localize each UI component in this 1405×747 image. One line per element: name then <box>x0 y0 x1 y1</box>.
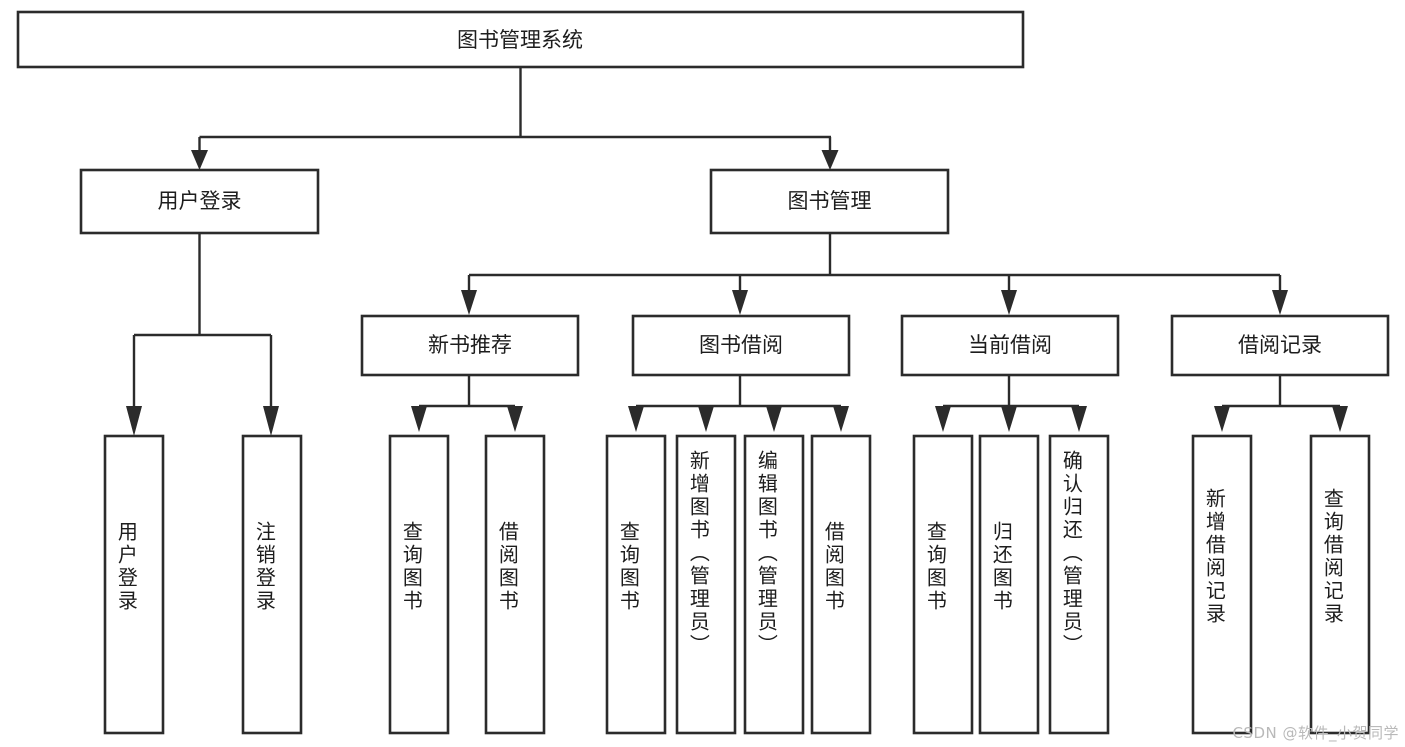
arrow-head-leaf-user-login <box>126 406 142 436</box>
node-new-book-recommend-box[interactable] <box>360 314 580 377</box>
leaf-boxes-current-borrow <box>912 434 1110 735</box>
node-root[interactable]: 图书管理系统 <box>16 10 1025 69</box>
node-current-borrow-label: 当前借阅 <box>968 333 1052 357</box>
leaf-box-borrow-record-2[interactable] <box>1309 434 1371 735</box>
leaf-boxes-borrow-record <box>1191 434 1371 735</box>
arrow-head-book-manage <box>821 150 839 170</box>
arrow-head-borrow-record <box>1272 290 1288 315</box>
node-root-box[interactable] <box>16 10 1025 69</box>
node-book-borrow[interactable]: 图书借阅 <box>631 314 851 377</box>
leaf-box-book-borrow-3[interactable] <box>743 434 805 735</box>
arrow-head-leaf-cb-1 <box>935 406 951 432</box>
node-user-login-label: 用户登录 <box>158 189 242 213</box>
leaf-box-new-book-1[interactable] <box>388 434 450 735</box>
leaf-box-borrow-record-1[interactable] <box>1191 434 1253 735</box>
node-book-manage[interactable]: 图书管理 <box>709 168 950 235</box>
connector-group-new-book-to-leaves <box>411 375 523 432</box>
node-user-login[interactable]: 用户登录 <box>79 168 320 235</box>
arrow-head-leaf-bb-1 <box>628 406 644 432</box>
connector-group-book-borrow-to-leaves <box>628 375 849 432</box>
arrow-head-book-borrow <box>732 290 748 315</box>
leaf-box-current-borrow-2[interactable] <box>978 434 1040 735</box>
arrow-head-leaf-br-1 <box>1214 406 1230 432</box>
node-user-login-box[interactable] <box>79 168 320 235</box>
leaf-box-user-login-2[interactable] <box>241 434 303 735</box>
leaf-box-new-book-2[interactable] <box>484 434 546 735</box>
arrow-head-leaf-bb-2 <box>698 406 714 432</box>
leaf-boxes-new-book-recommend <box>388 434 546 735</box>
node-new-book-recommend-label: 新书推荐 <box>428 333 512 357</box>
arrow-head-leaf-logout <box>263 406 279 436</box>
connector-group-root-to-level2 <box>191 67 839 170</box>
leaf-boxes-user-login <box>103 434 303 735</box>
arrow-head-new-book <box>461 290 477 315</box>
node-book-borrow-label: 图书借阅 <box>699 333 783 357</box>
node-book-manage-box[interactable] <box>709 168 950 235</box>
connector-group-current-borrow-to-leaves <box>935 375 1087 432</box>
arrow-head-leaf-br-2 <box>1332 406 1348 432</box>
arrow-head-leaf-cb-2 <box>1001 406 1017 432</box>
leaf-box-current-borrow-1[interactable] <box>912 434 974 735</box>
arrow-head-leaf-nb-2 <box>507 406 523 432</box>
node-new-book-recommend[interactable]: 新书推荐 <box>360 314 580 377</box>
arrow-head-user-login <box>191 150 208 170</box>
node-borrow-record-box[interactable] <box>1170 314 1390 377</box>
leaf-box-book-borrow-4[interactable] <box>810 434 872 735</box>
connector-group-user-login-to-leaves <box>126 233 279 436</box>
node-borrow-record[interactable]: 借阅记录 <box>1170 314 1390 377</box>
node-book-borrow-box[interactable] <box>631 314 851 377</box>
node-book-manage-label: 图书管理 <box>788 189 872 213</box>
leaf-boxes-book-borrow <box>605 434 872 735</box>
arrow-head-current-borrow <box>1001 290 1017 315</box>
connector-group-borrow-record-to-leaves <box>1214 375 1348 432</box>
arrow-head-leaf-nb-1 <box>411 406 427 432</box>
node-current-borrow-box[interactable] <box>900 314 1120 377</box>
leaf-box-current-borrow-3[interactable] <box>1048 434 1110 735</box>
connector-group-book-manage-to-level3 <box>461 233 1288 315</box>
csdn-watermark: CSDN @软件_小贺同学 <box>1232 724 1399 742</box>
arrow-head-leaf-cb-3 <box>1071 406 1087 432</box>
leaf-box-book-borrow-2[interactable] <box>675 434 737 735</box>
node-current-borrow[interactable]: 当前借阅 <box>900 314 1120 377</box>
arrow-head-leaf-bb-4 <box>833 406 849 432</box>
leaf-box-user-login-1[interactable] <box>103 434 165 735</box>
node-root-label: 图书管理系统 <box>457 28 583 52</box>
node-borrow-record-label: 借阅记录 <box>1238 333 1322 357</box>
leaf-box-book-borrow-1[interactable] <box>605 434 667 735</box>
arrow-head-leaf-bb-3 <box>766 406 782 432</box>
